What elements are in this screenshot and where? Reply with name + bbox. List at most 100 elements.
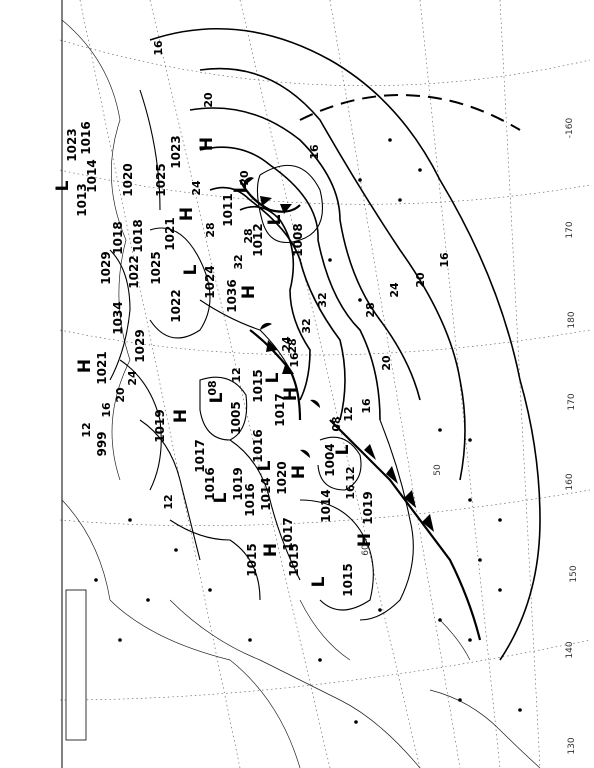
pressure-value: 1019 [153, 409, 167, 442]
isobar-label: 16 [288, 352, 301, 368]
pressure-value: 1017 [281, 517, 295, 550]
graticule [59, 0, 591, 768]
pressure-center: L [53, 180, 73, 191]
isobar-label: 28 [204, 222, 217, 237]
pressure-value: 1014 [319, 489, 333, 522]
pressure-value: 1021 [95, 351, 109, 384]
pressure-value: 1020 [121, 163, 135, 196]
pressure-value: 1005 [229, 401, 243, 434]
pressure-center: L [181, 264, 201, 275]
isobar-label: 20 [380, 355, 393, 371]
degree-label: 50 [433, 464, 443, 476]
pressure-value: 1019 [231, 467, 245, 500]
pressure-center: H [177, 207, 197, 221]
isobar-label: 12 [80, 422, 93, 437]
pressure-center: L [333, 444, 353, 455]
isobar-label: 16 [308, 144, 321, 160]
isobar-label: 16 [100, 402, 113, 418]
pressure-value: 1018 [131, 219, 145, 252]
isobar-label: 28 [286, 338, 299, 353]
isobar-label: 12 [230, 367, 243, 382]
pressure-center: H [75, 359, 95, 373]
pressure-value: 1023 [65, 128, 79, 161]
isobar-label: 12 [344, 466, 357, 481]
pressure-value: 1025 [154, 163, 168, 196]
pressure-center: H [171, 409, 191, 423]
pressure-value: 1022 [169, 289, 183, 322]
isobar-label: 08 [206, 380, 219, 395]
isobar-label: 24 [126, 370, 139, 386]
isobar-label: 32 [232, 254, 245, 269]
degree-label: 170 [565, 221, 575, 238]
isobar-label: 08 [330, 416, 343, 431]
degree-label: 130 [567, 737, 577, 754]
coastlines [61, 19, 541, 768]
pressure-center: H [281, 387, 301, 401]
pressure-value: 1011 [221, 193, 235, 226]
pressure-center: L [255, 460, 275, 471]
pressure-center: H [355, 533, 375, 547]
isobar-label: 16 [152, 40, 165, 56]
isobar-label: 28 [364, 302, 377, 317]
pressure-center: H [261, 543, 281, 557]
pressure-center: H [239, 285, 259, 299]
isobar-label: 28 [242, 228, 255, 243]
pressure-center: L [231, 182, 251, 193]
pressure-value: 1018 [111, 221, 125, 254]
degree-label: -160 [565, 118, 575, 139]
isobar-label: 12 [162, 494, 175, 509]
pressure-value: 1017 [193, 439, 207, 472]
isobar-label: 32 [300, 318, 313, 333]
isobar-label: 20 [202, 92, 215, 108]
pressure-value: 1021 [163, 217, 177, 250]
map-frame [62, 0, 594, 768]
cold-front-triangles [260, 196, 434, 532]
degree-label: 60 [361, 544, 371, 556]
pressure-value: 1014 [85, 159, 99, 192]
isobar-label: 32 [316, 292, 329, 307]
warm-front-semicircles [243, 177, 321, 458]
pressure-value: 1029 [99, 251, 113, 284]
pressure-value: 1015 [245, 543, 259, 576]
isobar-label: 16 [360, 398, 373, 414]
chart-info-box [65, 589, 87, 741]
isobar-label: 12 [342, 406, 355, 421]
degree-label: 170 [567, 393, 577, 410]
pressure-value: 1029 [133, 329, 147, 362]
degree-label: 150 [569, 565, 579, 582]
pressure-center: H [197, 137, 217, 151]
pressure-center: L [263, 372, 283, 383]
fronts [239, 94, 521, 641]
degree-label: 140 [565, 641, 575, 658]
pressure-value: 1008 [291, 223, 305, 256]
pressure-center: L [207, 392, 227, 403]
pressure-center: H [289, 465, 309, 479]
pressure-center: L [265, 214, 285, 225]
pressure-value: 1016 [203, 467, 217, 500]
isobar-label: 20 [114, 387, 127, 403]
pressure-value: 1022 [127, 255, 141, 288]
pressure-value: 1015 [251, 369, 265, 402]
pressure-value: 1016 [79, 121, 93, 154]
degree-label: 160 [565, 473, 575, 490]
isobar-label: 16 [438, 252, 451, 268]
pressure-value: 1012 [251, 223, 265, 256]
pressure-value: 1023 [169, 135, 183, 168]
pressure-value: 1015 [341, 563, 355, 596]
pressure-center: L [211, 492, 231, 503]
isobar-label: 20 [414, 272, 427, 288]
pressure-value: 1024 [203, 265, 217, 298]
isobar-label: 20 [238, 170, 251, 186]
isobar-label: 16 [344, 484, 357, 500]
pressure-value: 1014 [259, 477, 273, 510]
pressure-value: 1025 [149, 251, 163, 284]
isobar-label: 24 [190, 180, 203, 196]
pressure-value: 1016 [251, 429, 265, 462]
pressure-value: 1036 [225, 279, 239, 312]
pressure-value: 1020 [275, 461, 289, 494]
pressure-value: 1019 [361, 491, 375, 524]
pressure-center: L [309, 576, 329, 587]
isobar-label: 24 [280, 336, 293, 352]
